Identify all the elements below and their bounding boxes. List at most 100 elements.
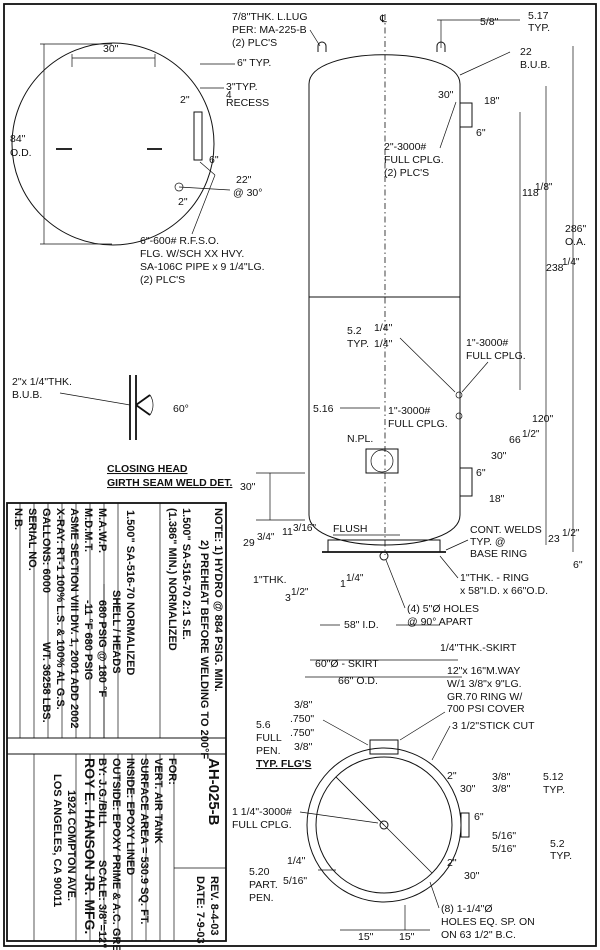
plan-nozzle [193, 111, 203, 161]
weld-angle: 60° [173, 403, 189, 415]
elev-flush: FLUSH [333, 523, 367, 535]
plan-dim-2a: 2" [180, 94, 190, 106]
bottom-d38c: 3/8" [492, 771, 511, 783]
elev-dim-286: 286" [565, 223, 587, 235]
weld-title-1: CLOSING HEAD [107, 463, 188, 475]
bottom-mway-3: GR.70 RING W/ [447, 691, 522, 703]
bottom-part: PART. [249, 879, 278, 891]
elev-dim-118-frac: 1/8" [535, 182, 553, 193]
bottom-d516c: 5/16" [283, 875, 307, 887]
tb-gallons: GALLONS: 6000 [40, 508, 52, 593]
plan-dim-at30: @ 30° [233, 187, 262, 199]
tb-rev: REV. 8-4-03 [208, 876, 220, 936]
tb-serial: SERIAL NO. [26, 508, 38, 571]
elev-dim-3-frac: 1/2" [291, 587, 309, 598]
plan-shell-circle [11, 42, 215, 246]
elev-npl: N.PL. [347, 433, 373, 445]
elev-skirt-thk: 1/4"THK.-SKIRT [440, 642, 517, 654]
bottom-d38b: 3/8" [294, 741, 313, 753]
elev-cont-2: TYP. @ [470, 536, 506, 548]
plan-recess-1: 3"TYP. [226, 81, 258, 93]
elev-dim-23-frac: 1/2" [562, 528, 580, 539]
plan-recess-frac: 4 [226, 90, 232, 101]
elev-dim-1: 1 [340, 578, 346, 590]
bottom-d750b: .750" [290, 727, 314, 739]
elev-cplg-mid-1: 1"-3000# [466, 337, 508, 349]
elev-cplg-low-1: 1"-3000# [388, 405, 430, 417]
tb-nb: N.B. [12, 508, 24, 530]
tb-inside: INSIDE: EPOXY LINED [124, 758, 136, 875]
elev-cont-1: CONT. WELDS [470, 524, 542, 536]
bottom-cplg-2: FULL CPLG. [232, 819, 292, 831]
elev-dim-11-frac: 3/16" [293, 523, 316, 534]
tb-asme: ASME SECTION VIII DIV. 1, 2001 ADD 2002 [68, 508, 80, 729]
plan-dim-2b: 2" [178, 196, 188, 208]
weld-title-2: GIRTH SEAM WELD DET. [107, 477, 232, 489]
elev-lug-2: PER: MA-225-B [232, 24, 307, 36]
elev-top-58: 5/8" [480, 16, 499, 28]
bottom-mway-4: 700 PSI COVER [447, 703, 525, 715]
bottom-d38d: 3/8" [492, 783, 511, 795]
elev-dim-66: 66 [509, 434, 521, 446]
elev-w52: 5.2 [347, 325, 362, 337]
elev-dim-118: 118 [522, 187, 539, 199]
elev-dim-58: 58" I.D. [344, 619, 379, 631]
bottom-mway-1: 12"x 16"M.WAY [447, 665, 520, 677]
tb-date: DATE: 7-9-03 [194, 876, 206, 944]
tb-mdmt-value: -11 °F 680 PSIG [82, 600, 94, 680]
plan-flange-3: SA-106C PIPE x 9 1/4"LG. [140, 261, 265, 273]
bottom-dim-15b: 15" [399, 931, 415, 943]
plan-recess-2: RECESS [226, 97, 269, 109]
elev-cplg-top-2: FULL CPLG. [384, 154, 444, 166]
tb-shell-mat: 1.500" SA-516-70 NORMALIZED [124, 510, 136, 675]
bottom-dim-2b: 2" [447, 857, 457, 869]
elev-dim-30: 30" [438, 89, 454, 101]
bottom-cplg-1: 1 1/4"-3000# [232, 806, 292, 818]
elev-dim-66-frac: 1/2" [522, 429, 540, 440]
tb-by: BY: J.G./BILL [96, 758, 108, 828]
tb-description: VERT. AIR TANK [152, 758, 164, 844]
elev-lug-3: (2) PLC'S [232, 37, 277, 49]
bottom-d750a: .750" [290, 713, 314, 725]
bottom-dim-6: 6" [474, 811, 484, 823]
weld-detail: 2"x 1/4"THK. B.U.B. 60° CLOSING HEAD GIR… [12, 375, 232, 489]
bottom-typ-flg: TYP. FLG'S [256, 758, 311, 770]
elev-dim-3: 3 [285, 592, 291, 604]
sheet-border [3, 3, 597, 947]
elev-dim-29: 29 [243, 537, 255, 549]
plan-od: O.D. [10, 147, 32, 159]
bottom-holes-2: HOLES EQ. SP. ON [441, 916, 535, 928]
tb-company: ROY E. HANSON JR. MFG. [82, 758, 98, 934]
elev-cplg-top-1: 2"-3000# [384, 141, 426, 153]
bottom-stick: 3 1/2"STICK CUT [452, 720, 535, 732]
tb-note-1: NOTE: 1) HYDRO @ 884 PSIG. MIN. [212, 508, 224, 692]
bottom-typ2: TYP. [550, 850, 572, 862]
bottom-w520: 5.20 [249, 866, 270, 878]
elev-top-head [308, 54, 461, 85]
elev-ring-2: x 58"I.D. x 66"O.D. [460, 585, 548, 597]
plan-flange-1: 6"-600# R.F.S.O. [140, 235, 219, 247]
bottom-w52: 5.2 [550, 838, 565, 850]
elev-dim-6b: 6" [476, 467, 486, 479]
tb-note-2: 2) PREHEAT BEFORE WELDING TO 200°F [198, 540, 210, 759]
elev-skirt [327, 539, 441, 553]
elev-thk-1: 1"THK. [253, 574, 286, 586]
plan-view: 30" 84" O.D. 6" TYP. 3"TYP. 4 RECESS 2" … [10, 42, 271, 286]
tb-head-mat-1: 1.500" SA-516-70 2:1 S.E. [180, 508, 192, 640]
bottom-view: 12"x 16"M.WAY W/1 3/8"x 9"LG. GR.70 RING… [232, 665, 572, 943]
bottom-d38a: 3/8" [294, 699, 313, 711]
plan-dim-84: 84" [10, 133, 26, 145]
bottom-full-pen: FULL [256, 732, 282, 744]
bottom-w56: 5.6 [256, 719, 271, 731]
tb-scale: SCALE: 3/8"=12" [96, 860, 108, 948]
elevation-view: 7/8"THK. L.LUG PER: MA-225-B (2) PLC'S ℄… [232, 10, 587, 687]
elev-dim-238: 238 [546, 262, 564, 274]
bottom-pen2: PEN. [249, 892, 274, 904]
elev-w516: 5.16 [313, 403, 334, 415]
elev-dim-18b: 18" [489, 493, 505, 505]
tb-address1: 1924 COMPTON AVE. [65, 790, 77, 901]
tb-address2: LOS ANGELES, CA 90011 [51, 774, 63, 907]
plan-dim-6: 6" [209, 154, 219, 166]
bottom-typ1: TYP. [543, 784, 565, 796]
